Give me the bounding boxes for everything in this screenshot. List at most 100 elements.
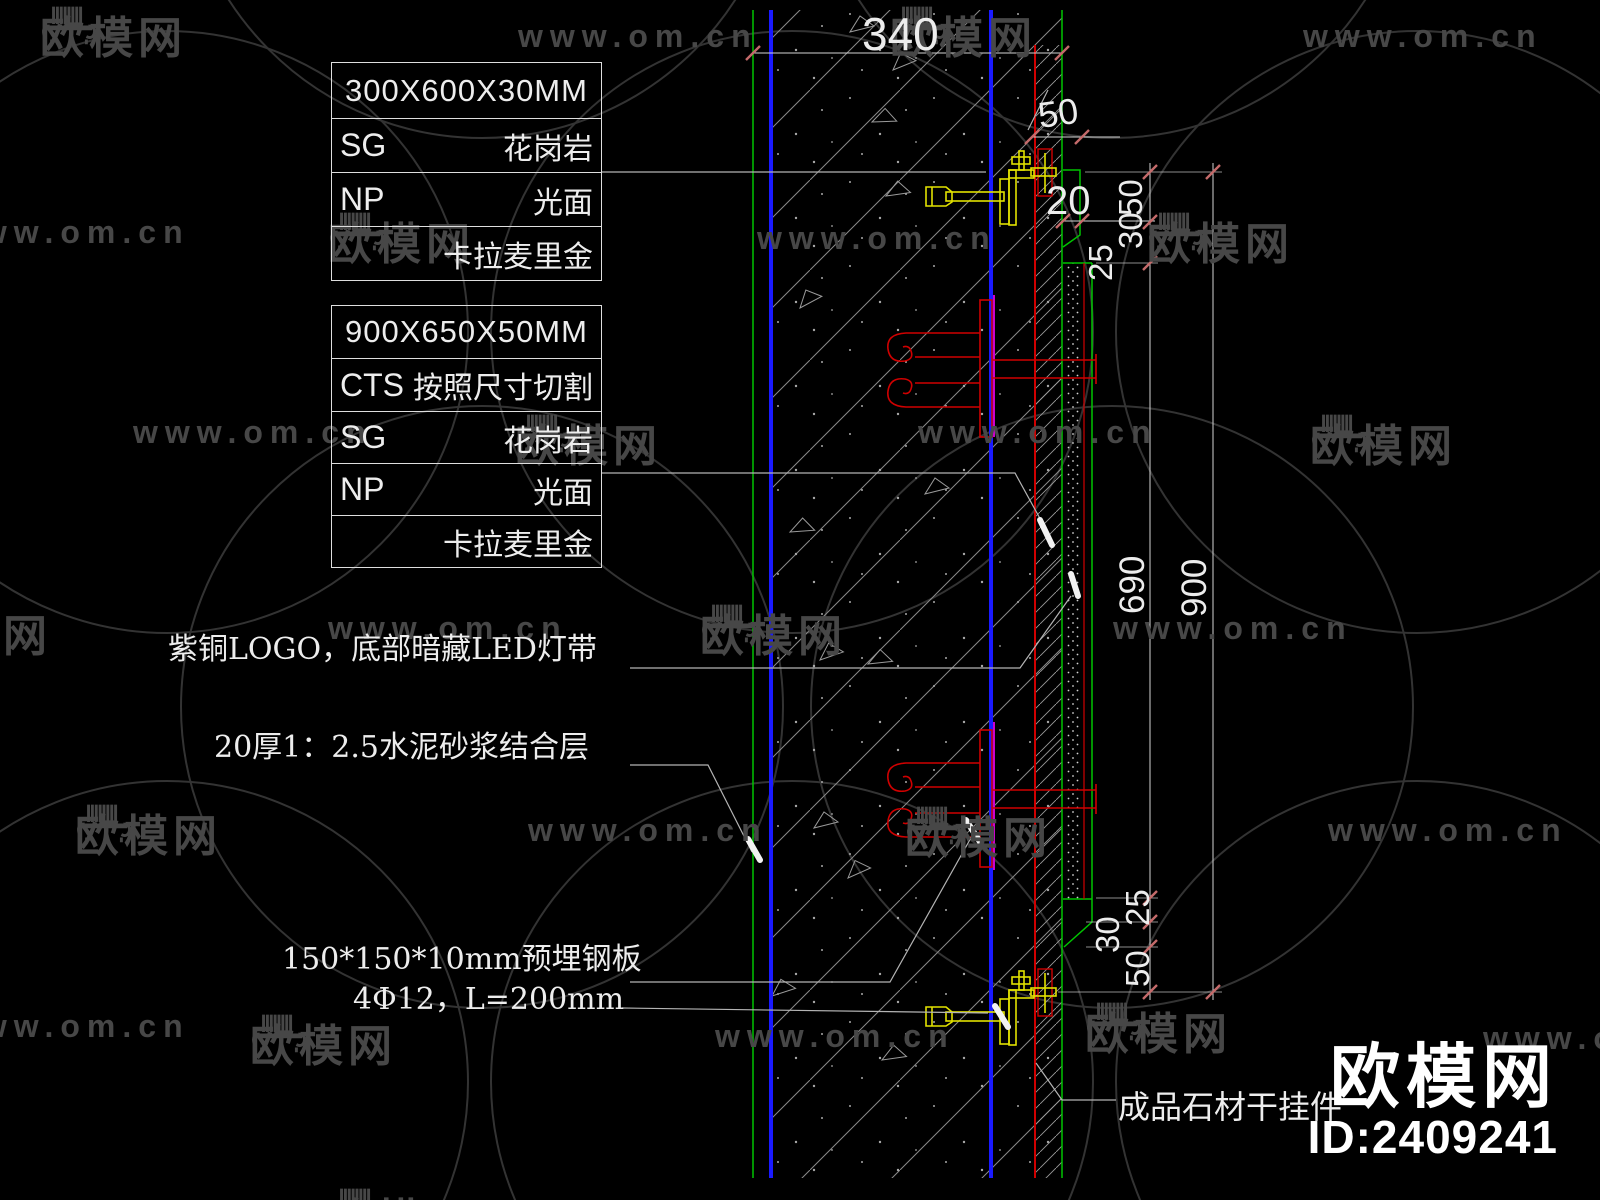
dim-top-30: 30 [1112,212,1149,249]
anchor-bolt-top [925,148,1057,226]
watermark-brand: 欧模网 [700,600,847,664]
dim-stone-50: 50 [1035,90,1080,136]
watermark-url-text: www.om.cn [715,1018,955,1054]
anchor-bolt-bottom [925,968,1057,1046]
sofa-icon [892,6,946,45]
watermark-brand: 欧模网 [250,1010,397,1074]
watermark-url: www.om.cn [0,1008,190,1045]
dim-top-25: 25 [1082,244,1119,281]
watermark-brand: 欧模网 [328,208,475,272]
sofa-icon [330,212,384,251]
brand-name: 欧模网 [1330,1038,1558,1116]
spec-value: 光面 [533,185,593,221]
annotation-mortar: 20厚1：2.5水泥砂浆结合层 [214,730,589,765]
sofa-icon [1149,212,1203,251]
watermark-brand: 欧模网 [515,410,662,474]
dimension-ticks [745,45,1221,1000]
watermark-brand-text: 欧模网 [890,14,1037,63]
spec-value: 卡拉麦里金 [443,239,593,275]
concrete-triangle-symbols [770,15,951,1061]
watermark-url: www.om.cn [528,812,768,849]
table-row: SG 花岗岩 [332,118,601,172]
sofa-icon [1087,1002,1141,1041]
watermark-url: www.om.cn [1483,1020,1600,1057]
annotation-steel-plate: 150*150*10mm预埋钢板 [282,942,642,977]
spec-value: 卡拉麦里金 [443,527,593,563]
spec-key: NP [340,471,385,507]
watermark-brand-text: 欧模网 [905,814,1052,863]
table-row: 卡拉麦里金 [332,226,601,280]
leader-anchor-bars [621,1007,989,1014]
watermark-brand: 欧模网 [328,1184,475,1200]
table-row: SG 花岗岩 [332,411,601,463]
watermark-url-text: www.om.cn [1328,812,1568,848]
wall-layer-lines [752,10,1063,1178]
watermark-url-text: www.om.cn [757,220,997,256]
table-row: NP 光面 [332,463,601,515]
watermark-url-text: www.om.cn [528,812,768,848]
spec-value: 花岗岩 [503,131,593,167]
table-row: 卡拉麦里金 [332,515,601,567]
watermark-url: www.om.cn [133,414,373,451]
watermark-url: www.om.cn [518,18,758,55]
leader-logo-led [630,595,1072,669]
annotation-stone-hanger: 成品石材干挂件 [1118,1088,1343,1126]
dim-top-50: 50 [1112,179,1149,216]
watermark-brand: 欧模网 [75,800,222,864]
sofa-icon [907,806,961,845]
watermark-brand-text: 欧模网 [515,422,662,471]
annotation-anchor-bars: 4Φ12，L=200mm [353,982,625,1017]
watermark-brand-text: 欧模网 [40,14,187,63]
spec-size: 900X650X50MM [345,314,588,349]
stone-spec-table-2: 900X650X50MM CTS 按照尺寸切割 SG 花岗岩 NP 光面 卡拉麦… [331,305,602,568]
dim-bottom-30: 30 [1089,916,1126,953]
watermark-url: www.om.cn [1303,18,1543,55]
watermark-url: www.om.cn [1328,812,1568,849]
watermark-brand: 欧模网 [905,802,1052,866]
sofa-icon [517,414,571,453]
dimension-lines [753,52,1214,1000]
spec-key: NP [340,181,385,217]
leader-stone-hanger [1035,1062,1116,1101]
watermark-brand-text: 欧模网 [250,1022,397,1071]
watermark-brand-text: 欧模网 [75,812,222,861]
spec-key: SG [340,419,387,455]
watermark-brand: 欧模网 [40,2,187,66]
watermark-brand: 欧模网 [1147,208,1294,272]
spec-value: 花岗岩 [503,423,593,459]
watermark-url: www.om.cn [1113,610,1353,647]
watermark-url: www.om.cn [328,610,568,647]
backing-layer-hatch [1035,45,1062,1178]
watermark-brand-text: 欧模网 [0,612,52,661]
watermark-brand-text: 欧模网 [1085,1010,1232,1059]
spec-key: CTS [340,366,404,403]
leader-steel-plate [630,835,973,983]
watermark-brand-text: 欧模网 [328,220,475,269]
watermark-brand: 欧模网 [1085,998,1232,1062]
dim-module-900: 900 [1175,559,1214,617]
watermark-url: www.om.cn [143,1190,383,1200]
brand-badge: 欧模网 ID:2409241 [1308,1042,1558,1163]
leader-lines [602,89,1116,1101]
dim-cavity-20: 20 [1046,179,1091,223]
watermark-url-text: www.om.cn [143,1190,383,1200]
stone-spec-table-1: 300X600X30MM SG 花岗岩 NP 光面 卡拉麦里金 [331,62,602,281]
table-row: 300X600X30MM [332,63,601,118]
dim-bottom-50: 50 [1119,950,1156,987]
sofa-icon [77,804,131,843]
brand-id: ID:2409241 [1307,1111,1558,1163]
watermark-brand: 欧模网 [890,2,1037,66]
watermark-url-text: www.om.cn [1303,18,1543,54]
watermark-brand-text: 欧模网 [700,612,847,661]
watermark-brand-text: 欧模网 [1147,220,1294,269]
dim-bottom-25: 25 [1119,889,1156,926]
spec-value: 光面 [533,475,593,511]
extension-lines [1058,171,1222,993]
stone-hanger-bracket-top [887,299,1097,438]
sofa-icon [340,1188,371,1200]
watermark-url-text: www.om.cn [918,414,1158,450]
spec-key: SG [340,127,387,163]
